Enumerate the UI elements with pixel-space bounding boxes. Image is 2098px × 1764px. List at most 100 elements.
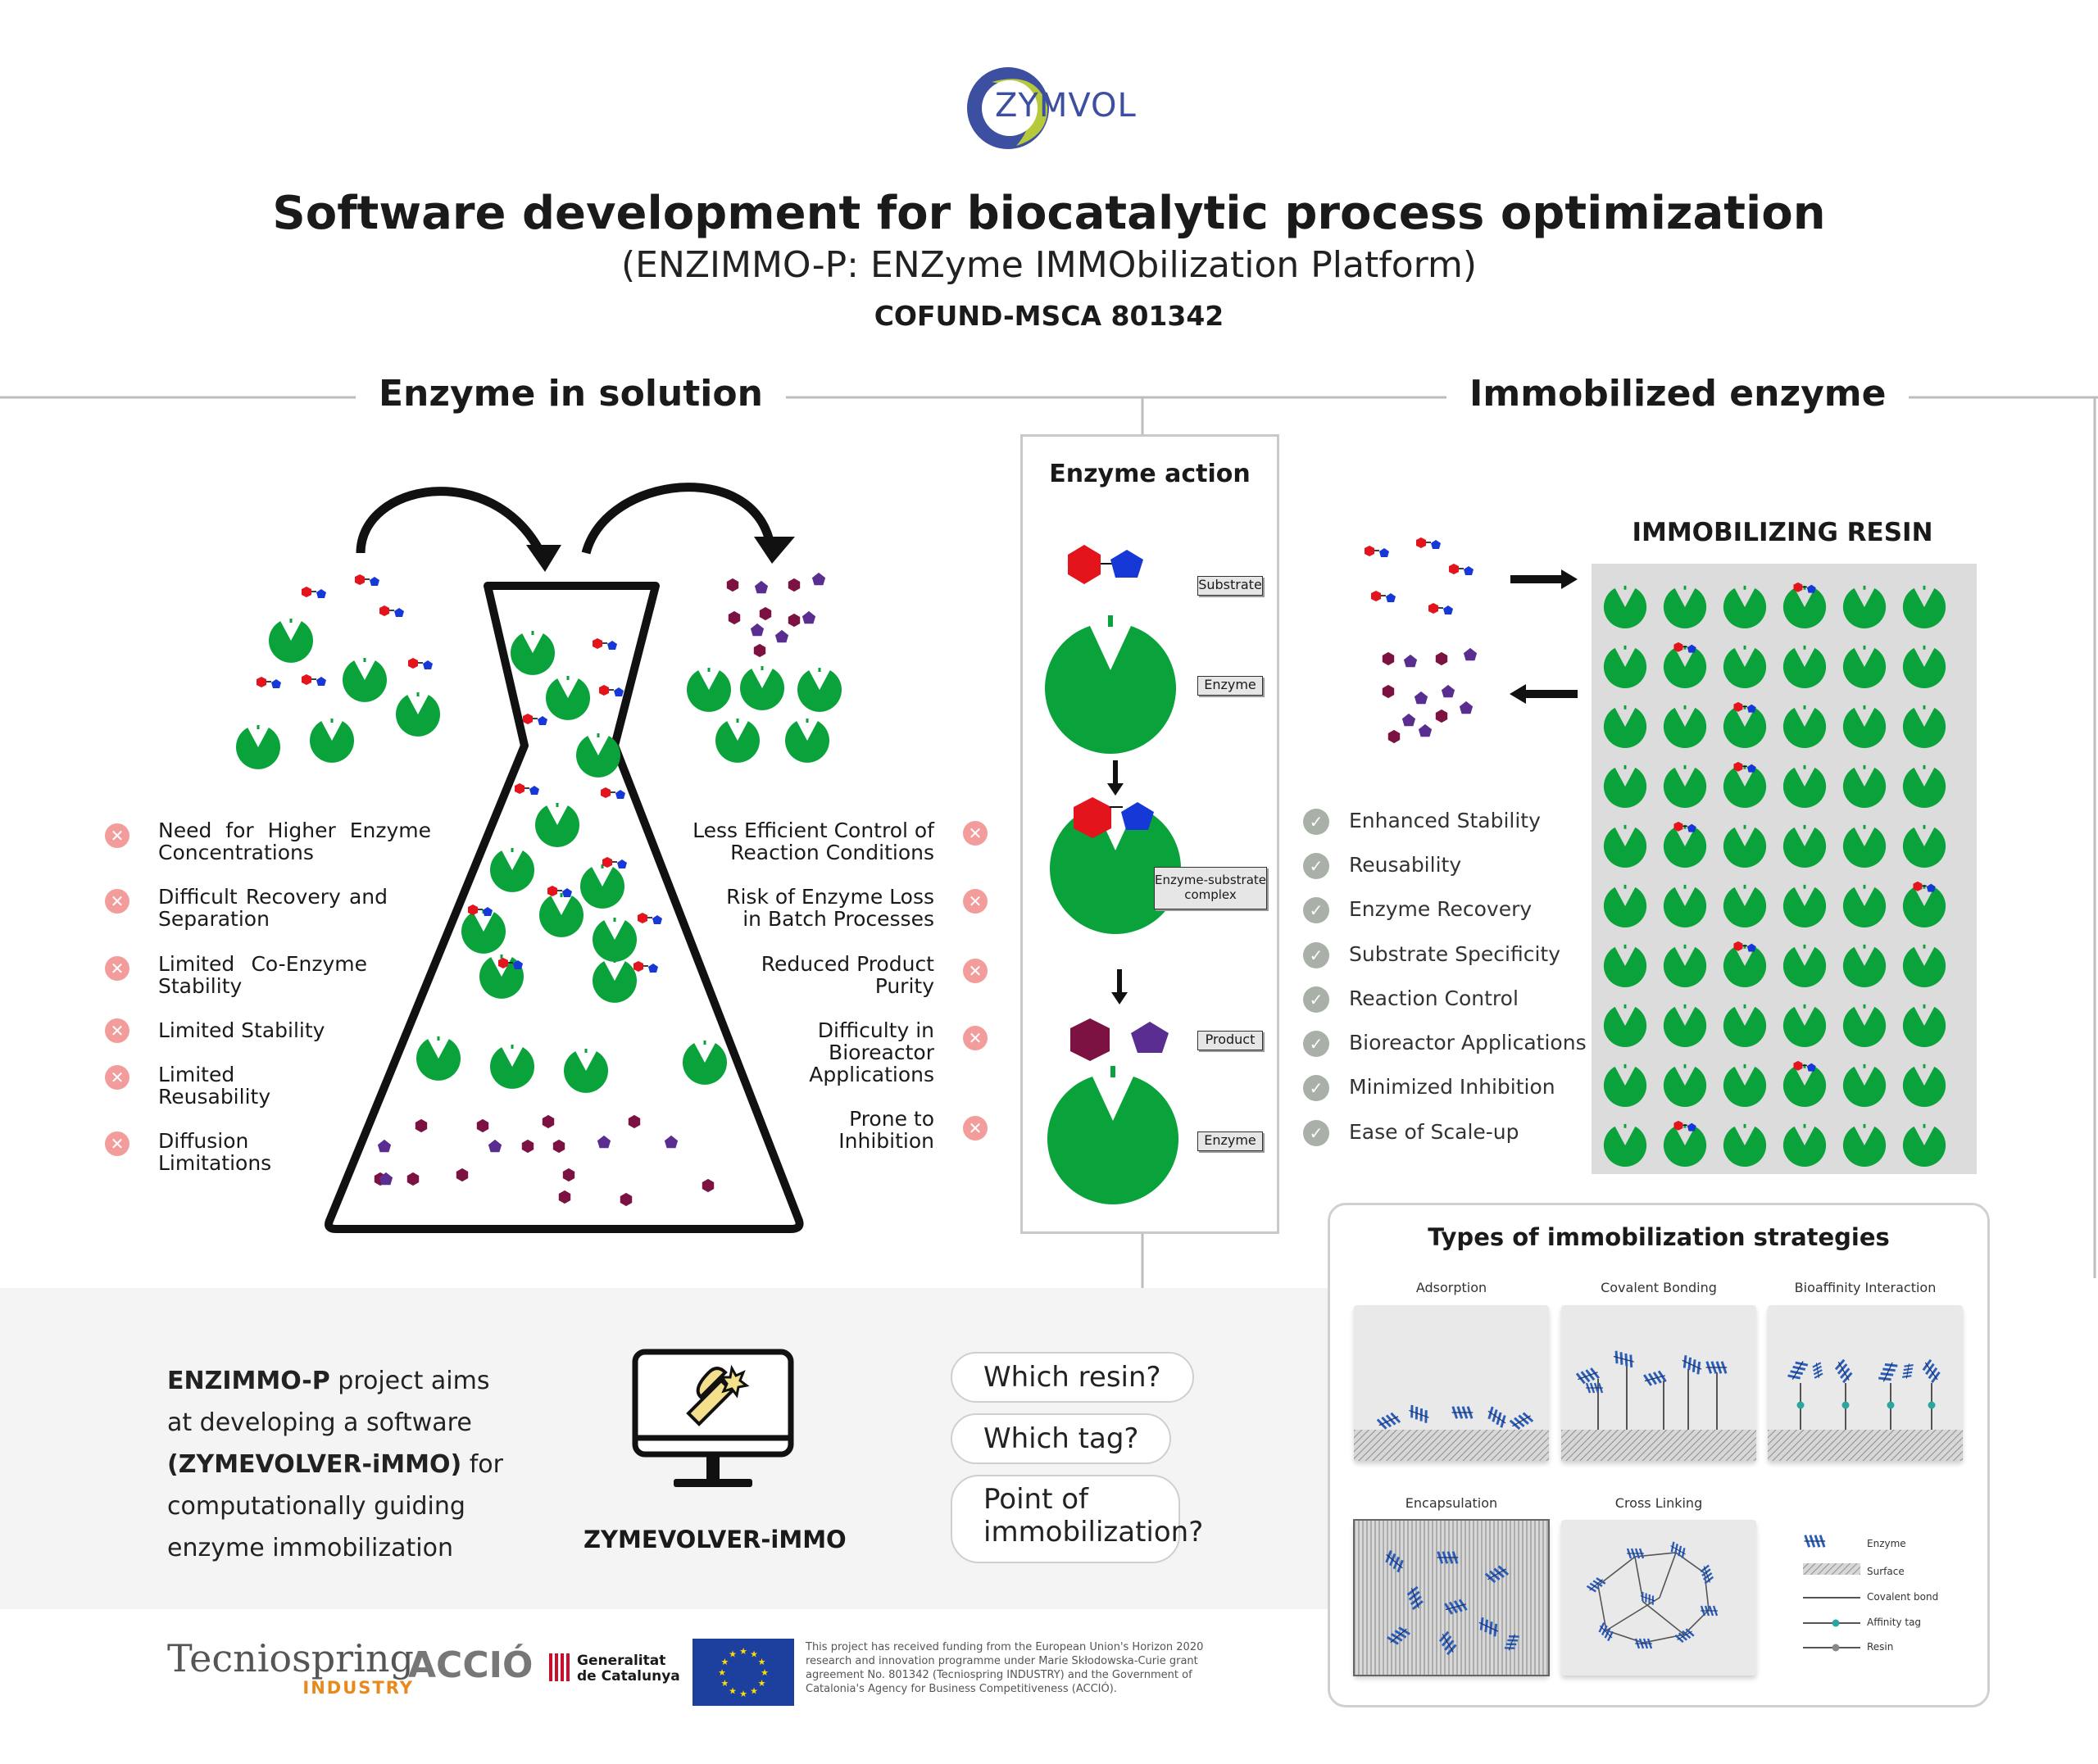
arrow-in-icon — [356, 487, 545, 556]
con-item: Prone to Inhibition — [838, 1107, 934, 1153]
enzyme-label-2: Enzyme — [1197, 1131, 1263, 1151]
bioaffinity-diagram — [1768, 1305, 1963, 1461]
software-name: ZYMEVOLVER-iMMO — [584, 1526, 847, 1553]
catalan-flag-icon — [547, 1653, 570, 1681]
strategy-label: Covalent Bonding — [1601, 1280, 1717, 1295]
solution-heading: Enzyme in solution — [356, 373, 786, 415]
accio-logo: ACCIÓ — [408, 1644, 534, 1686]
check-circle-icon: ✓ — [1303, 1120, 1329, 1146]
enzyme-label: Enzyme — [1197, 676, 1263, 696]
free-molecules-right — [1364, 537, 1578, 744]
x-circle-icon: ✕ — [105, 889, 129, 914]
eu-star-icon: ★ — [721, 1657, 729, 1667]
strategy-label: Encapsulation — [1405, 1495, 1498, 1511]
eu-star-icon: ★ — [729, 1686, 737, 1697]
pro-item: Ease of Scale-up — [1349, 1120, 1519, 1144]
check-circle-icon: ✓ — [1303, 986, 1329, 1013]
strategies-heading: Types of immobilization strategies — [1428, 1223, 1890, 1251]
con-item: Difficulty in Bioreactor Applications — [809, 1018, 934, 1086]
pro-item: Enzyme Recovery — [1349, 897, 1533, 921]
project-text: at developing a software — [167, 1408, 472, 1437]
x-circle-icon: ✕ — [963, 1026, 988, 1050]
con-item: Risk of Enzyme Loss in Batch Processes — [726, 885, 934, 931]
software-name-inline: (ZYMEVOLVER-iMMO) — [167, 1450, 462, 1479]
encapsulation-diagram — [1353, 1519, 1550, 1676]
generalitat-text: de Catalunya — [577, 1668, 680, 1685]
pro-item: Reusability — [1349, 853, 1462, 877]
check-circle-icon: ✓ — [1303, 1031, 1329, 1057]
x-circle-icon: ✕ — [963, 821, 988, 846]
cross-linking-diagram — [1561, 1520, 1756, 1676]
x-circle-icon: ✕ — [963, 959, 988, 983]
project-description: ENZIMMO-P project aims at developing a s… — [167, 1360, 503, 1569]
strategy-label: Adsorption — [1415, 1280, 1487, 1295]
check-circle-icon: ✓ — [1303, 853, 1329, 879]
enzyme-action-diagram — [1045, 545, 1181, 1204]
monitor-icon — [632, 1349, 794, 1487]
logo-mark-icon — [967, 67, 1049, 149]
con-item: Limited Stability — [158, 1018, 325, 1042]
eu-star-icon: ★ — [750, 1648, 758, 1659]
con-item: Limited Reusability — [158, 1063, 271, 1109]
immobilizing-resin — [1592, 564, 1977, 1174]
eu-star-icon: ★ — [718, 1667, 726, 1678]
legend-label: Affinity tag — [1867, 1617, 1922, 1628]
eu-star-icon: ★ — [750, 1686, 758, 1697]
question-pill: Which resin? — [951, 1352, 1194, 1403]
strategy-label: Cross Linking — [1614, 1495, 1703, 1511]
x-circle-icon: ✕ — [105, 956, 129, 981]
check-circle-icon: ✓ — [1303, 1075, 1329, 1101]
x-circle-icon: ✕ — [105, 823, 129, 848]
product-label: Product — [1197, 1031, 1263, 1050]
question-pill: Which tag? — [951, 1413, 1172, 1464]
eu-star-icon: ★ — [729, 1648, 737, 1659]
funding-text: This project has received funding from t… — [806, 1641, 1204, 1695]
con-item: Limited Co-Enzyme Stability — [158, 952, 367, 998]
x-circle-icon: ✕ — [963, 1116, 988, 1140]
generalitat-text: Generalitat — [577, 1653, 666, 1669]
project-text: for — [461, 1450, 503, 1479]
con-item: Less Efficient Control of Reaction Condi… — [693, 819, 934, 864]
project-text: enzyme immobilization — [167, 1534, 453, 1562]
industry-text: INDUSTRY — [302, 1678, 414, 1698]
check-circle-icon: ✓ — [1303, 809, 1329, 835]
arrow-out-icon — [581, 483, 775, 555]
legend-label: Resin — [1867, 1641, 1894, 1653]
immobilized-heading: Immobilized enzyme — [1446, 373, 1910, 415]
check-circle-icon: ✓ — [1303, 942, 1329, 968]
eu-star-icon: ★ — [739, 1689, 747, 1699]
question-pill: Point of immobilization? — [951, 1475, 1203, 1563]
x-circle-icon: ✕ — [105, 1131, 129, 1156]
x-circle-icon: ✕ — [105, 1065, 129, 1090]
complex-label: Enzyme-substrate complex — [1154, 867, 1267, 909]
eu-star-icon: ★ — [758, 1657, 766, 1667]
brand-logo: ZYMVOL — [959, 57, 1147, 156]
project-text: computationally guiding — [167, 1492, 465, 1521]
pro-item: Minimized Inhibition — [1349, 1075, 1555, 1099]
pro-item: Reaction Control — [1349, 986, 1519, 1010]
strategy-label: Bioaffinity Interaction — [1794, 1280, 1937, 1295]
grant-number: COFUND-MSCA 801342 — [874, 300, 1224, 332]
legend-label: Enzyme — [1867, 1538, 1906, 1549]
enzyme-action-panel: Enzyme action Substrate Enzyme Enzyme-su… — [1020, 434, 1279, 1234]
eu-star-icon: ★ — [739, 1646, 747, 1657]
check-circle-icon: ✓ — [1303, 897, 1329, 923]
pro-item: Enhanced Stability — [1349, 809, 1541, 832]
substrate-label: Substrate — [1197, 576, 1263, 596]
resin-label: IMMOBILIZING RESIN — [1632, 518, 1933, 547]
flask-illustration — [234, 483, 843, 1233]
enzyme-action-heading: Enzyme action — [1049, 460, 1251, 488]
tecniospring-text: Tecniospring — [167, 1636, 414, 1680]
legend-label: Covalent bond — [1867, 1591, 1939, 1603]
eu-star-icon: ★ — [758, 1678, 766, 1689]
con-item: Difficult Recovery and Separation — [158, 885, 388, 931]
x-circle-icon: ✕ — [963, 889, 988, 914]
con-item: Need for Higher Enzyme Concentrations — [158, 819, 431, 864]
eu-star-icon: ★ — [761, 1667, 769, 1678]
con-item: Diffusion Limitations — [158, 1129, 272, 1175]
covalent-bonding-diagram — [1561, 1305, 1756, 1461]
x-circle-icon: ✕ — [105, 1018, 129, 1043]
con-item: Reduced Product Purity — [761, 952, 934, 998]
eu-star-icon: ★ — [721, 1678, 729, 1689]
eu-flag-icon: ★★★★★★★★★★★★ — [693, 1639, 794, 1706]
